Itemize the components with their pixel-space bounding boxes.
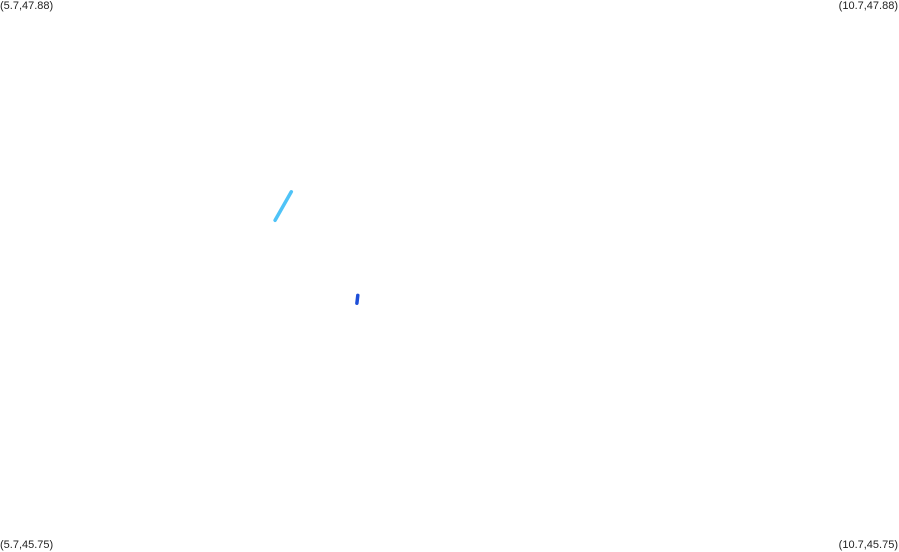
corner-coordinate-top-right: (10.7,47.88)	[838, 0, 898, 12]
light-blue-segment	[273, 190, 294, 223]
feature-layer	[273, 190, 360, 305]
dark-blue-segment	[355, 293, 360, 305]
corner-coordinate-top-left: (5.7,47.88)	[0, 0, 54, 12]
corner-coordinate-bottom-right: (10.7,45.75)	[838, 539, 898, 551]
corner-coordinate-bottom-left: (5.7,45.75)	[0, 539, 54, 551]
